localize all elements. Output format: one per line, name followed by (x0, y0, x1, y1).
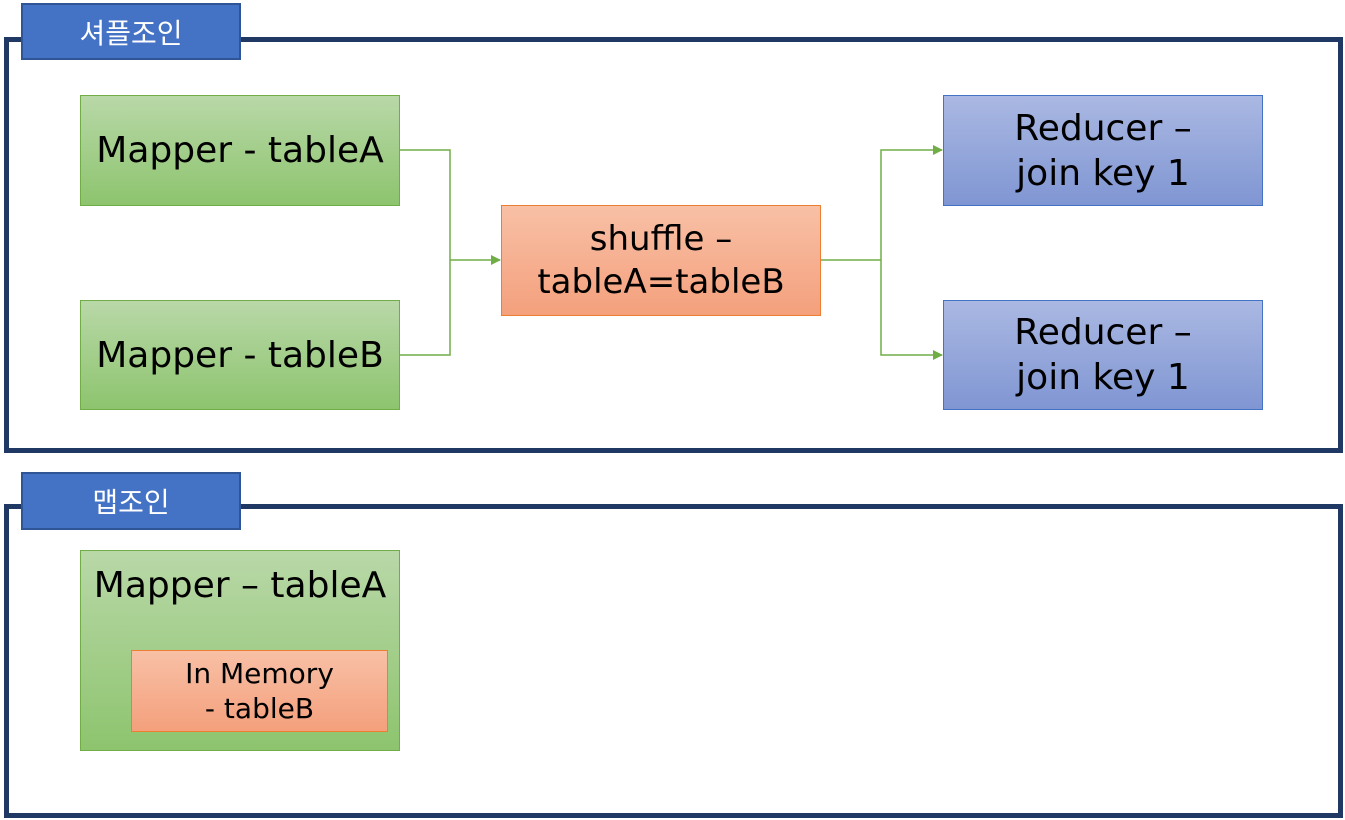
reducer-2-label-line2: join key 1 (1016, 357, 1190, 398)
reducer-1-label-line1: Reducer – (1014, 107, 1192, 149)
map-join-title: 맵조인 (92, 486, 170, 519)
mapper-tablea-box: Mapper - tableA (80, 95, 400, 206)
connector-mapper-a-to-shuffle (400, 149, 451, 260)
reducer-2-box: Reducer – join key 1 (943, 300, 1263, 410)
arrow-to-reducer-2 (880, 260, 943, 360)
reducer-1-box: Reducer – join key 1 (943, 95, 1263, 206)
shuffle-label-line2: tableA=tableB (537, 261, 785, 302)
map-join-mapper-label: Mapper – tableA (93, 565, 387, 606)
connector-mapper-b-to-shuffle (400, 260, 451, 356)
arrow-to-reducer-1 (880, 145, 943, 260)
shuffle-label-line1: shuffle – (589, 219, 733, 259)
in-memory-box: In Memory - tableB (131, 650, 388, 732)
in-memory-label-line2: - tableB (204, 692, 315, 725)
shuffle-box: shuffle – tableA=tableB (501, 205, 821, 316)
in-memory-label-line1: In Memory (185, 657, 334, 690)
mapper-tableb-label: Mapper - tableB (96, 334, 384, 376)
shuffle-join-title: 셔플조인 (79, 16, 183, 50)
shuffle-join-tab: 셔플조인 (21, 3, 241, 60)
map-join-tab: 맵조인 (21, 472, 241, 530)
mapper-tablea-label: Mapper - tableA (96, 130, 384, 171)
reducer-1-label-line2: join key 1 (1016, 152, 1190, 194)
reducer-2-label-line1: Reducer – (1014, 312, 1192, 353)
mapper-tableb-box: Mapper - tableB (80, 300, 400, 410)
